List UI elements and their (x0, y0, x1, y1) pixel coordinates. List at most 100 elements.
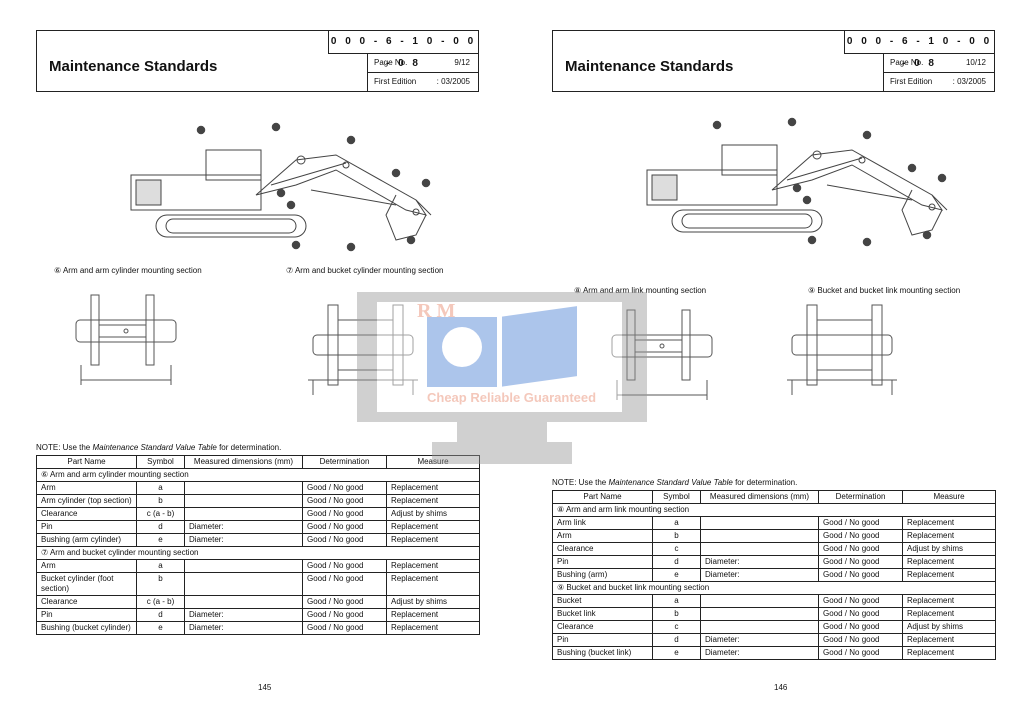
mounting-section-diagram (75, 294, 177, 385)
edition-value: : 03/2005 (436, 77, 470, 86)
section-title: ⑦ Arm and bucket cylinder mounting secti… (36, 546, 480, 560)
measure-cell: Replacement (902, 633, 996, 647)
determination-cell: Good / No good (302, 507, 387, 521)
determination-cell: Good / No good (818, 529, 903, 543)
measured-dimensions-cell (700, 594, 819, 608)
section-caption: ⑦ Arm and bucket cylinder mounting secti… (286, 266, 444, 275)
part-name-cell: Pin (36, 608, 137, 622)
measure-cell: Replacement (386, 621, 480, 635)
symbol-cell: a (652, 516, 701, 530)
symbol-cell: d (136, 520, 185, 534)
measured-dimensions-cell (184, 572, 303, 596)
measured-dimensions-cell (184, 559, 303, 573)
manual-page: 0 0 0 - 6 - 1 0 - 0 0 - 0 8 Maintenance … (36, 0, 480, 726)
determination-cell: Good / No good (302, 608, 387, 622)
measure-cell: Replacement (386, 533, 480, 547)
part-name-cell: Clearance (36, 595, 137, 609)
document-number: 0 0 0 - 6 - 1 0 - 0 0 - 0 8 (328, 31, 478, 69)
section-row: ⑦ Arm and bucket cylinder mounting secti… (36, 546, 480, 560)
column-header: Symbol (136, 455, 185, 469)
symbol-cell: e (652, 568, 701, 582)
symbol-cell: a (136, 481, 185, 495)
measured-dimensions-cell (184, 595, 303, 609)
column-header: Measure (902, 490, 996, 504)
part-name-cell: Bucket (552, 594, 653, 608)
measured-dimensions-cell: Diameter: (184, 533, 303, 547)
part-name-cell: Arm (36, 481, 137, 495)
measure-cell: Replacement (386, 520, 480, 534)
edition-value: : 03/2005 (952, 77, 986, 86)
determination-cell: Good / No good (818, 633, 903, 647)
column-header: Part Name (552, 490, 653, 504)
symbol-cell: b (652, 607, 701, 621)
part-name-cell: Clearance (36, 507, 137, 521)
page-no-value: 9/12 (454, 58, 470, 67)
column-header: Measure (386, 455, 480, 469)
symbol-cell: c (a - b) (136, 595, 185, 609)
measured-dimensions-cell (184, 494, 303, 508)
determination-cell: Good / No good (818, 620, 903, 634)
determination-cell: Good / No good (818, 646, 903, 660)
excavator-diagram (130, 122, 432, 252)
measure-cell: Replacement (902, 594, 996, 608)
symbol-cell: b (136, 494, 185, 508)
determination-cell: Good / No good (818, 594, 903, 608)
measure-cell: Replacement (902, 529, 996, 543)
symbol-cell: e (136, 621, 185, 635)
part-name-cell: Arm cylinder (top section) (36, 494, 137, 508)
part-name-cell: Bushing (bucket cylinder) (36, 621, 137, 635)
part-name-cell: Bushing (arm cylinder) (36, 533, 137, 547)
determination-cell: Good / No good (818, 516, 903, 530)
symbol-cell: d (652, 555, 701, 569)
part-name-cell: Pin (36, 520, 137, 534)
column-header: Measured dimensions (mm) (184, 455, 303, 469)
part-name-cell: Bushing (arm) (552, 568, 653, 582)
measured-dimensions-cell (184, 481, 303, 495)
measured-dimensions-cell (700, 542, 819, 556)
determination-cell: Good / No good (302, 533, 387, 547)
determination-cell: Good / No good (302, 520, 387, 534)
measure-cell: Adjust by shims (386, 595, 480, 609)
measured-dimensions-cell: Diameter: (700, 555, 819, 569)
measured-dimensions-cell: Diameter: (184, 520, 303, 534)
symbol-cell: b (136, 572, 185, 596)
section-title: ⑥ Arm and arm cylinder mounting section (36, 468, 480, 482)
page-title: Maintenance Standards (565, 58, 734, 75)
symbol-cell: c (652, 620, 701, 634)
symbol-cell: a (652, 594, 701, 608)
section-row: ⑥ Arm and arm cylinder mounting section (36, 468, 480, 482)
symbol-cell: e (136, 533, 185, 547)
measure-cell: Replacement (386, 481, 480, 495)
section-caption: ⑨ Bucket and bucket link mounting sectio… (808, 286, 961, 295)
measure-cell: Replacement (902, 555, 996, 569)
determination-cell: Good / No good (818, 568, 903, 582)
column-header: Measured dimensions (mm) (700, 490, 819, 504)
determination-cell: Good / No good (818, 607, 903, 621)
measure-cell: Replacement (386, 559, 480, 573)
determination-cell: Good / No good (302, 595, 387, 609)
section-caption: ⑥ Arm and arm cylinder mounting section (54, 266, 202, 275)
measure-cell: Replacement (386, 494, 480, 508)
table-note: NOTE: Use the Maintenance Standard Value… (36, 443, 282, 452)
symbol-cell: d (652, 633, 701, 647)
section-title: ⑨ Bucket and bucket link mounting sectio… (552, 581, 996, 595)
determination-cell: Good / No good (302, 559, 387, 573)
column-header: Symbol (652, 490, 701, 504)
column-header: Determination (302, 455, 387, 469)
page-no-value: 10/12 (965, 58, 986, 67)
measured-dimensions-cell: Diameter: (184, 608, 303, 622)
part-name-cell: Arm (36, 559, 137, 573)
